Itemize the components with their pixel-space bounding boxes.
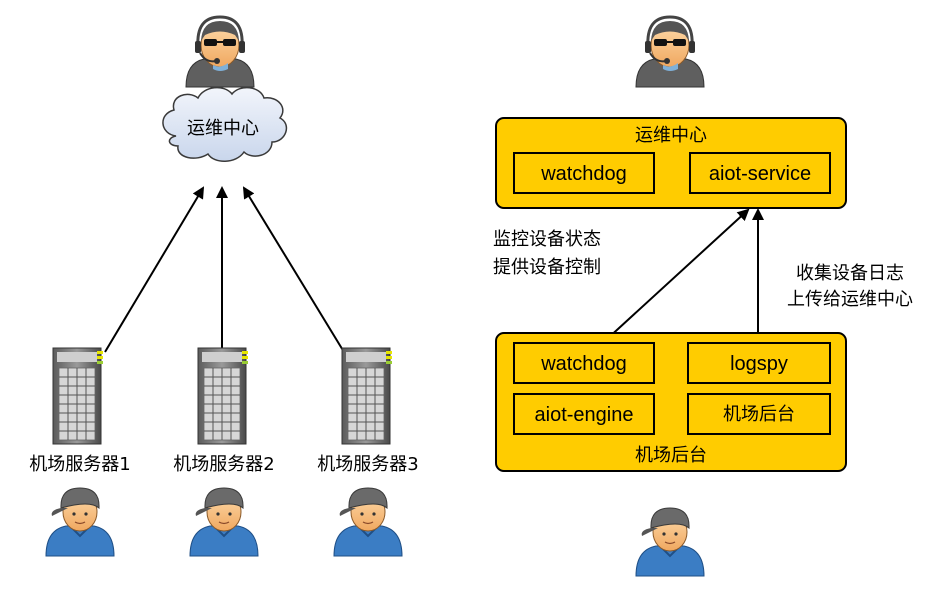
user-icon	[333, 487, 403, 557]
airport-backend-box: watchdog logspy aiot-engine 机场后台 机场后台	[495, 332, 847, 472]
annotation-upload-line1: 收集设备日志	[796, 263, 904, 284]
annotation-monitor-line1: 监控设备状态	[493, 229, 601, 250]
backend-title: 机场后台	[635, 445, 707, 466]
ops-watchdog-label: watchdog	[540, 163, 627, 185]
ops-center-box: 运维中心 watchdog aiot-service	[495, 117, 847, 209]
server-icon	[197, 347, 249, 445]
backend-aiot-engine-label: aiot-engine	[535, 404, 634, 426]
backend-watchdog-module	[513, 342, 655, 384]
ops-aiot-service-module	[689, 152, 831, 194]
operator-headset-icon	[634, 15, 706, 89]
arrow-watchdog-to-ops	[605, 208, 750, 341]
user-icon	[189, 487, 259, 557]
backend-watchdog-label: watchdog	[540, 353, 627, 375]
annotation-upload-line2: 上传给运维中心	[787, 289, 913, 310]
server-label-2: 机场服务器2	[173, 454, 274, 475]
backend-logspy-module	[687, 342, 831, 384]
ops-center-title: 运维中心	[635, 125, 707, 146]
server-icon	[52, 347, 104, 445]
backend-airport-backend-module	[687, 393, 831, 435]
backend-airport-backend-label: 机场后台	[723, 404, 795, 425]
operator-headset-icon	[184, 15, 256, 89]
server-label-1: 机场服务器1	[29, 454, 130, 475]
ops-watchdog-module	[513, 152, 655, 194]
user-icon	[45, 487, 115, 557]
server-icon	[341, 347, 393, 445]
server-label-3: 机场服务器3	[317, 454, 418, 475]
arrow-server1-to-cloud	[104, 186, 205, 353]
cloud-label: 运维中心	[187, 118, 259, 139]
arrow-server3-to-cloud	[242, 186, 345, 353]
backend-aiot-engine-module	[513, 393, 655, 435]
ops-center-cloud: 运维中心	[162, 86, 288, 162]
user-icon	[635, 507, 705, 577]
ops-aiot-service-label: aiot-service	[709, 163, 811, 185]
backend-logspy-label: logspy	[730, 353, 788, 375]
annotation-monitor-line2: 提供设备控制	[493, 257, 601, 278]
